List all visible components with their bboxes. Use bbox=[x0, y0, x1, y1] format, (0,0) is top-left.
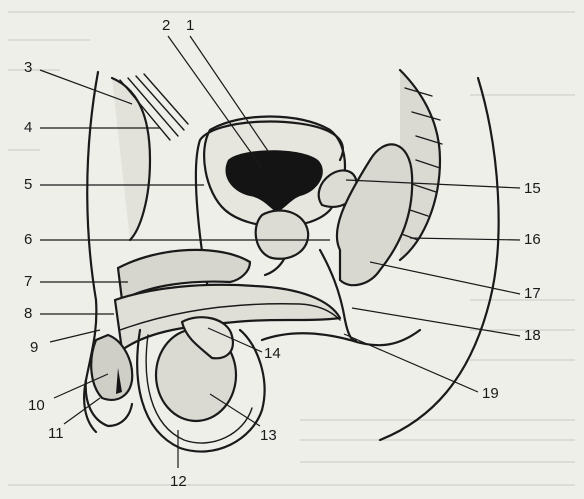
label-13: 13 bbox=[260, 427, 277, 444]
label-4: 4 bbox=[24, 119, 32, 136]
label-16: 16 bbox=[524, 231, 541, 248]
label-7: 7 bbox=[24, 273, 32, 290]
label-8: 8 bbox=[24, 305, 32, 322]
prostate bbox=[256, 210, 308, 258]
label-6: 6 bbox=[24, 231, 32, 248]
label-11: 11 bbox=[48, 425, 64, 442]
label-1: 1 bbox=[186, 17, 194, 34]
label-19: 19 bbox=[482, 385, 499, 402]
label-17: 17 bbox=[524, 285, 541, 302]
rectum bbox=[337, 144, 412, 285]
label-3: 3 bbox=[24, 59, 32, 76]
label-5: 5 bbox=[24, 176, 32, 193]
perineum bbox=[262, 330, 420, 345]
label-14: 14 bbox=[264, 345, 281, 362]
label-18: 18 bbox=[524, 327, 541, 344]
label-9: 9 bbox=[30, 339, 38, 356]
pubic-bone bbox=[112, 78, 150, 240]
label-12: 12 bbox=[170, 473, 187, 490]
label-15: 15 bbox=[524, 180, 541, 197]
label-10: 10 bbox=[28, 397, 45, 414]
label-2: 2 bbox=[162, 17, 170, 34]
body-back-contour bbox=[380, 78, 499, 440]
